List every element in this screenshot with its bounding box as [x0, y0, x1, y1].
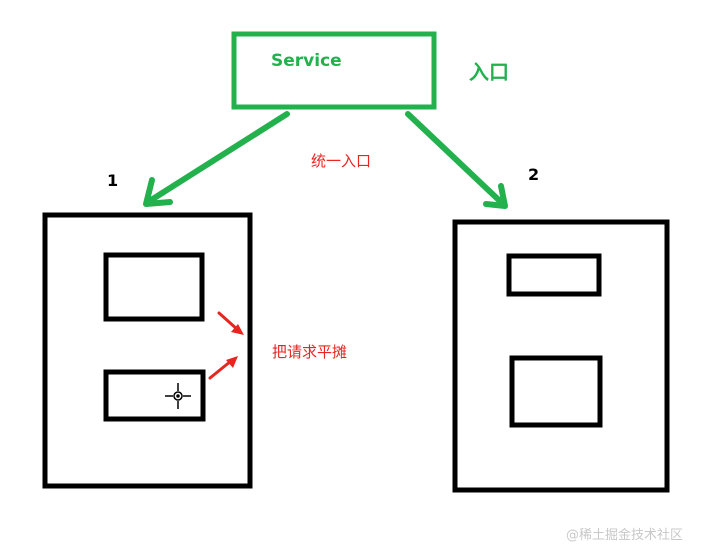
- service-label: Service: [271, 51, 342, 71]
- balance-arrow-upper-head: [231, 324, 244, 335]
- server-1-upper-component: [103, 252, 205, 322]
- balance-arrow-lower-head: [226, 356, 238, 368]
- unified-entry-label: 统一入口: [311, 152, 371, 170]
- balance-arrow-lower: [208, 359, 233, 380]
- server-2-box: [452, 219, 670, 493]
- server-2-number: 2: [528, 165, 539, 184]
- crosshair-cursor-icon: [165, 383, 191, 409]
- balance-arrow-upper: [217, 311, 240, 332]
- watermark: @稀土掘金技术社区: [566, 527, 683, 543]
- server-1-lower-component: [103, 369, 206, 422]
- server-1-number: 1: [107, 171, 118, 190]
- server-2-lower-component: [509, 355, 603, 428]
- arrow-to-server-1: [143, 111, 290, 207]
- entry-label: 入口: [469, 60, 509, 84]
- service-box: [231, 31, 437, 110]
- server-1-box: [42, 212, 253, 489]
- balance-label: 把请求平摊: [272, 343, 347, 361]
- server-2-upper-component: [506, 253, 602, 297]
- arrow-to-server-2: [405, 111, 508, 209]
